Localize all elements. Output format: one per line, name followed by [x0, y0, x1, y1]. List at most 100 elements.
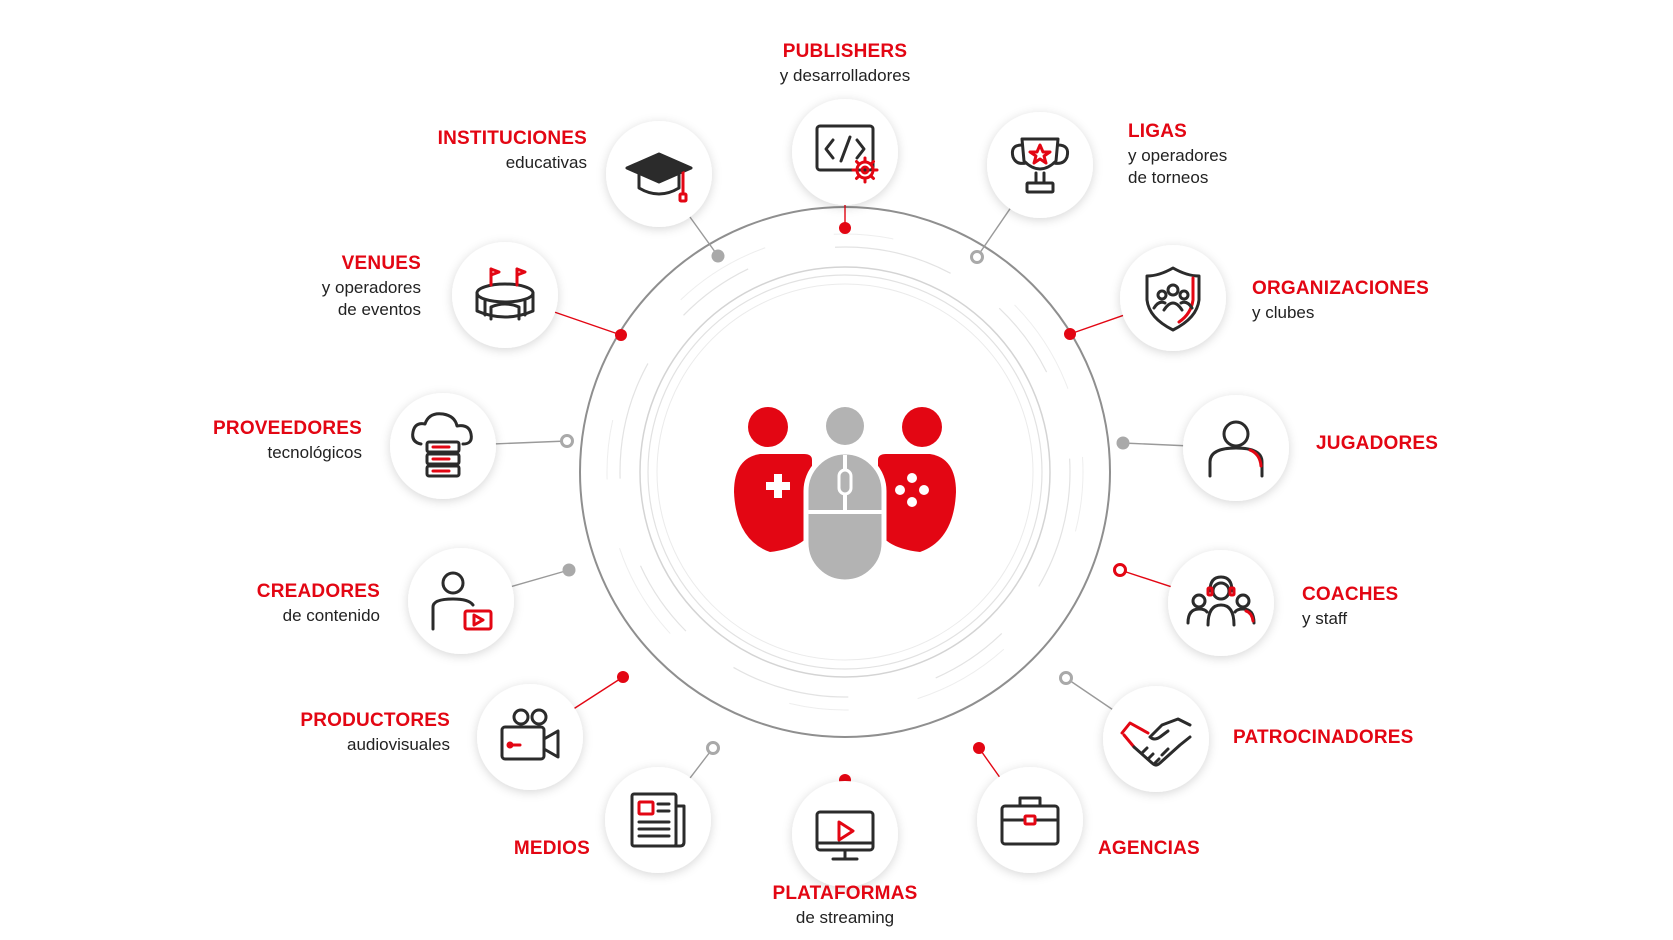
mouse-body — [803, 449, 887, 585]
right-gamer-head — [902, 407, 942, 447]
node-title: AGENCIAS — [1098, 838, 1200, 859]
stadium-icon — [475, 267, 535, 321]
inner-ring — [639, 266, 1051, 678]
ring-dot — [1116, 436, 1130, 450]
player-icon — [1208, 420, 1264, 478]
node-circles — [390, 99, 1289, 887]
dashed-ring — [619, 246, 1071, 698]
ring-dot — [1064, 328, 1076, 340]
node-jugadores[interactable] — [1183, 395, 1289, 501]
inner-ring — [656, 283, 1034, 661]
gamepad-button — [907, 497, 917, 507]
node-subtitle: de streaming — [795, 907, 895, 927]
connector-line — [1122, 442, 1186, 447]
center-gamers-group-icon — [734, 407, 956, 585]
ring-dot — [560, 434, 574, 448]
graduation-cap-icon — [625, 152, 693, 203]
connector-line — [1069, 314, 1126, 335]
dpad-icon — [766, 474, 790, 498]
node-subtitle: tecnológicos — [267, 442, 362, 462]
node-title: MEDIOS — [513, 838, 590, 859]
node-title: LIGAS — [1128, 121, 1188, 142]
node-medios[interactable] — [605, 767, 711, 873]
ring-dot — [839, 222, 851, 234]
node-circle — [408, 548, 514, 654]
ring-dot — [711, 249, 725, 263]
left-gamer-head — [748, 407, 788, 447]
connector-line — [572, 676, 624, 710]
connector-line — [493, 440, 568, 445]
gamepad-button — [919, 485, 929, 495]
node-plataformas[interactable] — [792, 781, 898, 887]
video-camera-icon — [500, 708, 560, 761]
label-organizaciones: ORGANIZACIONES y clubes — [1252, 277, 1429, 324]
connector-line — [688, 214, 719, 257]
node-instituciones[interactable] — [606, 121, 712, 227]
node-circle — [605, 767, 711, 873]
node-title: VENUES — [341, 253, 421, 274]
node-title: COACHES — [1302, 584, 1399, 605]
node-circle — [477, 684, 583, 790]
node-venues[interactable] — [452, 242, 558, 348]
code-gear-icon — [815, 124, 879, 184]
node-title: ORGANIZACIONES — [1252, 278, 1429, 299]
node-proveedores[interactable] — [390, 393, 496, 499]
node-subtitle: y operadores — [1128, 145, 1228, 165]
label-medios: MEDIOS — [514, 837, 590, 862]
content-creator-icon — [431, 571, 493, 631]
ring-dot — [973, 742, 985, 754]
node-agencias[interactable] — [977, 767, 1083, 873]
node-title: PLATAFORMAS — [772, 883, 918, 904]
connector-line — [552, 310, 622, 336]
gamepad-button — [907, 473, 917, 483]
label-proveedores: PROVEEDORES tecnológicos — [213, 417, 362, 464]
mouse-wheel — [837, 468, 853, 496]
node-ligas[interactable] — [987, 112, 1093, 218]
node-patrocinadores[interactable] — [1103, 686, 1209, 792]
cloud-server-icon — [411, 412, 473, 478]
ring-dot — [615, 329, 627, 341]
node-subtitle: audiovisuales — [346, 734, 450, 754]
label-coaches: COACHES y staff — [1302, 583, 1398, 630]
node-subtitle: y staff — [1302, 608, 1348, 628]
connector-line — [1119, 569, 1173, 588]
shield-team-icon — [1145, 266, 1201, 332]
node-coaches[interactable] — [1168, 550, 1274, 656]
right-gamepad-body — [878, 454, 956, 552]
node-title: CREADORES — [256, 581, 380, 602]
node-creadores[interactable] — [408, 548, 514, 654]
node-circle — [1168, 550, 1274, 656]
node-productores[interactable] — [477, 684, 583, 790]
node-title: PROVEEDORES — [213, 418, 362, 439]
node-subtitle: de eventos — [337, 299, 421, 319]
ring-dot — [1113, 563, 1127, 577]
node-circle — [452, 242, 558, 348]
node-title: JUGADORES — [1316, 433, 1439, 454]
node-circle — [977, 767, 1083, 873]
label-creadores: CREADORES de contenido — [257, 580, 380, 627]
connector-line — [978, 747, 1002, 779]
node-circle — [792, 781, 898, 887]
ring-dot — [617, 671, 629, 683]
node-title: PUBLISHERS — [782, 41, 908, 62]
node-circle — [1120, 245, 1226, 351]
node-publishers[interactable] — [792, 99, 898, 205]
streaming-monitor-icon — [815, 810, 875, 861]
node-title: PRODUCTORES — [300, 710, 450, 731]
node-title: INSTITUCIONES — [437, 128, 587, 149]
node-subtitle: educativas — [505, 152, 587, 172]
node-circle — [987, 112, 1093, 218]
node-subtitle: de torneos — [1128, 167, 1209, 187]
node-organizaciones[interactable] — [1120, 245, 1226, 351]
left-gamepad-body — [734, 454, 812, 552]
node-subtitle: de contenido — [282, 605, 380, 625]
label-productores: PRODUCTORES audiovisuales — [300, 709, 450, 756]
node-subtitle: y clubes — [1252, 302, 1315, 322]
label-plataformas: PLATAFORMAS de streaming — [695, 882, 995, 929]
node-subtitle: y operadores — [321, 277, 421, 297]
